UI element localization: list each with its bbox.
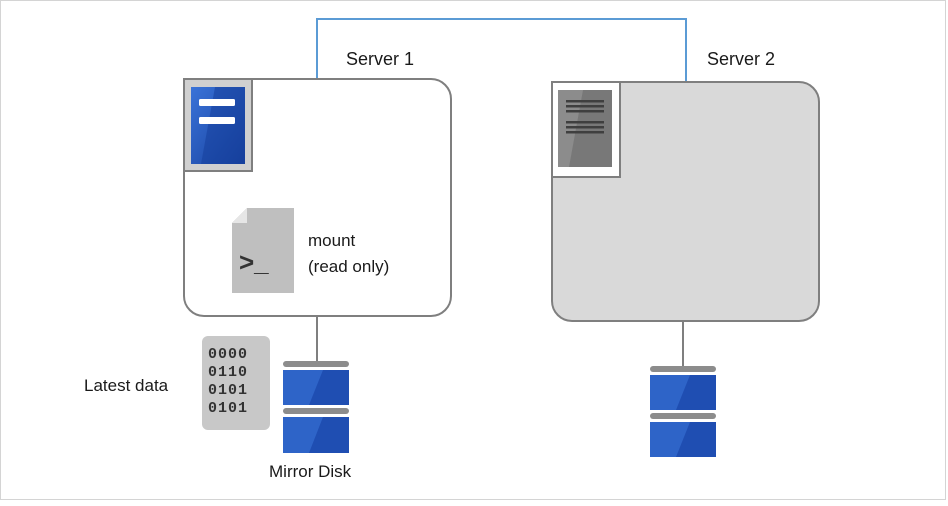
server-1-label: Server 1 (346, 49, 414, 69)
mount-mode-label: (read only) (308, 257, 389, 276)
binary-row-3: 0101 (208, 382, 248, 399)
binary-data-icon: 0000 0110 0101 0101 (202, 336, 270, 430)
terminal-prompt: >_ (239, 247, 269, 277)
mirror-disk-icon (283, 361, 349, 453)
mirror-disk-2-icon (650, 366, 716, 457)
network-connection-line (316, 18, 687, 81)
binary-row-2: 0110 (208, 364, 248, 381)
binary-row-1: 0000 (208, 346, 248, 363)
binary-row-4: 0101 (208, 400, 248, 417)
server-2-label: Server 2 (707, 49, 775, 69)
server-inactive-icon (551, 81, 621, 178)
server-2-node: Server 2 (551, 49, 820, 367)
latest-data-label: Latest data (84, 376, 169, 395)
mount-label: mount (308, 231, 356, 250)
mirror-disk-label: Mirror Disk (269, 462, 352, 481)
server-active-icon (183, 78, 253, 172)
terminal-script-icon: >_ (232, 208, 294, 293)
server-1-node: Server 1 >_ mount (read only) (183, 49, 452, 361)
